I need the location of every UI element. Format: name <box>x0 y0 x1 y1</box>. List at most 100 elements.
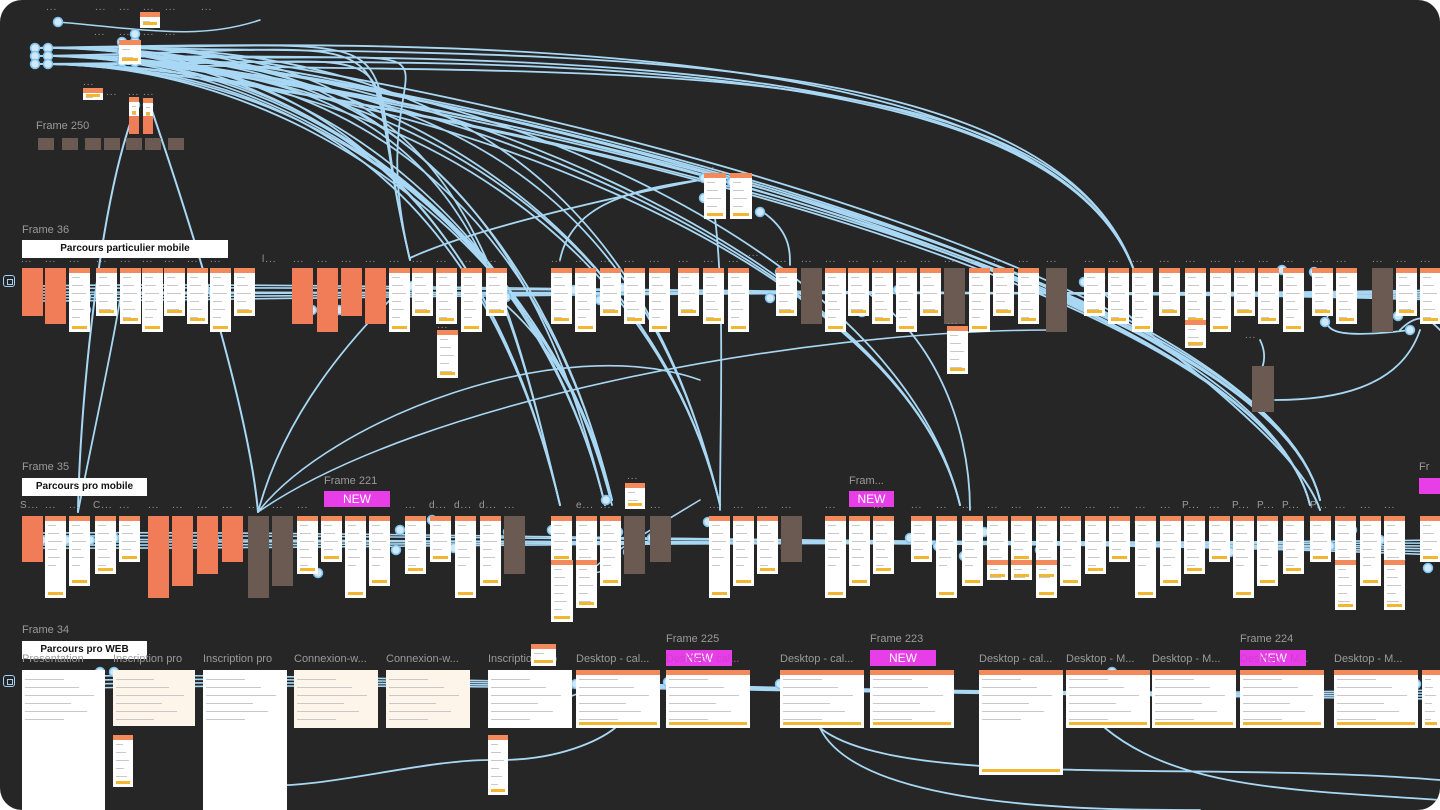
frame-ellipsis-label[interactable]: ... <box>45 254 56 265</box>
frame-thumbnail[interactable] <box>292 268 313 324</box>
frame-thumbnail[interactable] <box>703 268 724 324</box>
frame-ellipsis-label[interactable]: ... <box>69 500 80 511</box>
frame-thumbnail[interactable] <box>95 516 116 574</box>
frame-label-35[interactable]: Frame 35 <box>22 461 69 473</box>
web-frame-title[interactable]: Desktop - M... <box>1240 653 1308 665</box>
frame-ellipsis-label[interactable]: ... <box>365 254 376 265</box>
frame-thumbnail[interactable] <box>369 516 390 586</box>
frame-ellipsis-label[interactable]: ... <box>873 500 884 511</box>
frame-thumbnail[interactable] <box>172 516 193 586</box>
frame-ellipsis-label[interactable]: ... <box>389 254 400 265</box>
frame-thumbnail[interactable] <box>733 516 754 586</box>
frame-short-label[interactable]: e... <box>576 500 594 511</box>
frame-ellipsis-label[interactable]: ... <box>504 500 515 511</box>
frame-thumbnail[interactable] <box>896 268 917 332</box>
web-frame-title[interactable]: Desktop - M... <box>1152 653 1220 665</box>
frame-thumbnail[interactable] <box>1085 516 1106 574</box>
frame-thumbnail[interactable] <box>187 268 208 324</box>
frame-ellipsis-label[interactable]: ... <box>1234 254 1245 265</box>
frame-ellipsis-label[interactable]: ... <box>1209 500 1220 511</box>
frame-ellipsis-label[interactable]: ... <box>46 2 57 13</box>
connection-node[interactable] <box>54 18 63 27</box>
frame-thumbnail[interactable] <box>104 138 120 150</box>
frame-ellipsis-label[interactable]: ... <box>987 500 998 511</box>
frame-thumbnail[interactable] <box>1066 670 1150 728</box>
frame-thumbnail[interactable] <box>113 670 195 726</box>
frame-ellipsis-label[interactable]: ... <box>1360 500 1371 511</box>
frame-thumbnail[interactable] <box>1233 516 1254 598</box>
frame-ellipsis-label[interactable]: ... <box>962 500 973 511</box>
frame-ellipsis-label[interactable]: ... <box>120 254 131 265</box>
frame-thumbnail[interactable] <box>69 516 90 586</box>
connection-node[interactable] <box>1424 564 1433 573</box>
frame-label-223[interactable]: Frame 223 <box>870 633 923 645</box>
frame-ellipsis-label[interactable]: ... <box>1109 500 1120 511</box>
frame-ellipsis-label[interactable]: ... <box>461 254 472 265</box>
frame-short-label[interactable]: d... <box>454 500 472 511</box>
frame-thumbnail[interactable] <box>69 268 90 332</box>
frame-ellipsis-label[interactable]: ... <box>293 254 304 265</box>
frame-ellipsis-label[interactable]: ... <box>848 254 859 265</box>
frame-ellipsis-label[interactable]: ... <box>172 500 183 511</box>
frame-ellipsis-label[interactable]: ... <box>993 254 1004 265</box>
frame-thumbnail[interactable] <box>780 670 864 728</box>
frame-ellipsis-label[interactable]: ... <box>1159 254 1170 265</box>
frame-ellipsis-label[interactable]: ... <box>148 500 159 511</box>
connection-node[interactable] <box>1321 318 1330 327</box>
frame-thumbnail[interactable] <box>405 516 426 574</box>
frame-thumbnail[interactable] <box>624 516 645 574</box>
connection-wire[interactable] <box>1105 728 1440 800</box>
frame-ellipsis-label[interactable]: ... <box>1036 500 1047 511</box>
frame-ellipsis-label[interactable]: ... <box>600 254 611 265</box>
frame-thumbnail[interactable] <box>1312 268 1333 316</box>
frame-ellipsis-label[interactable]: ... <box>437 320 448 331</box>
connection-node[interactable] <box>396 526 405 535</box>
connection-node[interactable] <box>392 546 401 555</box>
frame-ellipsis-label[interactable]: ... <box>704 160 715 171</box>
frame-thumbnail[interactable] <box>872 268 893 324</box>
frame-thumbnail[interactable] <box>1396 268 1417 316</box>
frame-ellipsis-label[interactable]: ... <box>164 254 175 265</box>
connection-wire[interactable] <box>1275 330 1420 400</box>
frame-thumbnail[interactable] <box>210 268 231 332</box>
frame-ellipsis-label[interactable]: ... <box>678 254 689 265</box>
frame-thumbnail[interactable] <box>1011 516 1032 562</box>
frame-ellipsis-label[interactable]: ... <box>781 500 792 511</box>
frame-ellipsis-label[interactable]: ... <box>341 254 352 265</box>
frame-ellipsis-label[interactable]: ... <box>624 254 635 265</box>
connection-wire[interactable] <box>48 46 410 260</box>
frame-label-36[interactable]: Frame 36 <box>22 224 69 236</box>
frame-ellipsis-label[interactable]: ... <box>197 500 208 511</box>
frame-thumbnail[interactable] <box>1257 516 1278 586</box>
frame-thumbnail[interactable] <box>1360 516 1381 586</box>
web-frame-title[interactable]: Presentation <box>22 653 84 665</box>
frame-label-34[interactable]: Frame 34 <box>22 624 69 636</box>
frame-short-label[interactable]: d... <box>479 500 497 511</box>
frame-thumbnail[interactable] <box>1011 560 1032 580</box>
frame-thumbnail[interactable] <box>297 516 318 574</box>
frame-short-label[interactable]: S... <box>20 500 39 511</box>
frame-ellipsis-label[interactable]: ... <box>801 254 812 265</box>
frame-thumbnail[interactable] <box>62 138 78 150</box>
frame-thumbnail[interactable] <box>730 173 752 219</box>
frame-thumbnail[interactable] <box>1209 516 1230 562</box>
frame-ellipsis-label[interactable]: ... <box>119 2 130 13</box>
frame-thumbnail[interactable] <box>119 40 141 64</box>
frame-thumbnail[interactable] <box>345 516 366 598</box>
frame-ellipsis-label[interactable]: ... <box>1135 500 1146 511</box>
frame-short-label[interactable]: P... <box>1182 500 1200 511</box>
web-frame-title[interactable]: Connexion-w... <box>386 653 459 665</box>
frame-thumbnail[interactable] <box>993 268 1014 316</box>
frame-ellipsis-label[interactable]: ... <box>45 500 56 511</box>
frame-ellipsis-label[interactable]: ... <box>248 500 259 511</box>
frame-thumbnail[interactable] <box>979 670 1063 775</box>
frame-thumbnail[interactable] <box>436 268 457 324</box>
frame-ellipsis-label[interactable]: ... <box>272 500 283 511</box>
frame-ellipsis-label[interactable]: ... <box>119 27 130 38</box>
frame-thumbnail[interactable] <box>801 268 822 324</box>
frame-ellipsis-label[interactable]: ... <box>1210 254 1221 265</box>
frame-short-label[interactable]: l... <box>262 254 277 265</box>
frame-ellipsis-label[interactable]: ... <box>143 2 154 13</box>
frame-thumbnail[interactable] <box>947 326 968 374</box>
frame-thumbnail[interactable] <box>1152 670 1236 728</box>
